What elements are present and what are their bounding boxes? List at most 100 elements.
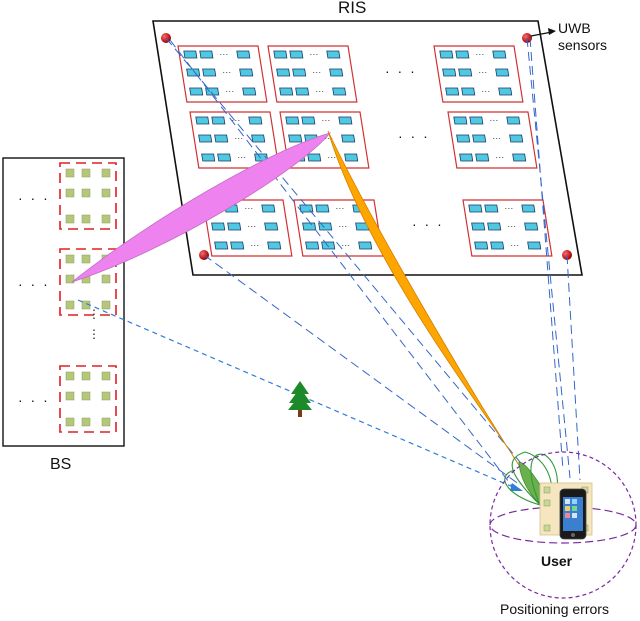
ris-element [276,68,291,77]
ris-element [475,153,490,162]
ris-element [471,222,486,231]
bs-element [65,254,75,264]
bs-element [65,417,75,427]
ris-row-ellipsis: ··· [334,203,345,213]
ris-element [442,68,457,77]
ris-element [329,68,344,77]
bs-ellipsis: · · · [18,392,50,408]
ris-row-ellipsis: ··· [477,67,488,77]
bs-element [81,168,91,178]
bs-element [81,391,91,401]
ris-row-ellipsis: ··· [340,240,351,250]
ris-element [199,50,214,59]
ris-element [198,134,213,143]
ris-element [509,134,524,143]
ris-row-ellipsis: ··· [494,152,505,162]
ris-element [285,116,300,125]
bs-element [101,417,111,427]
uwb-pointer-arrow [530,31,553,37]
ris-element [492,50,507,59]
beam-bs-to-ris [71,132,332,283]
ris-element [458,68,473,77]
bs-element [65,188,75,198]
ris-row-ellipsis: ··· [491,133,502,143]
ris-element [321,241,336,250]
bs-subarrays: ⋮⋮ [59,162,117,433]
bs-ellipsis: · · · [18,276,50,292]
ris-element [453,116,468,125]
ris-row-ellipsis: ··· [509,240,520,250]
ris-element [251,134,266,143]
ris-element [487,222,502,231]
ris-element [506,116,521,125]
bs-element [101,168,111,178]
ris-element [468,204,483,213]
bs-subarray [59,162,117,230]
ris-element [341,134,356,143]
ris-element [267,241,282,250]
ris-element [211,116,226,125]
ris-element [214,241,229,250]
ris-row-ellipsis: ··· [480,86,491,96]
ris-element [490,241,505,250]
ris-element [279,87,294,96]
uwb-label-line1: UWB [558,20,591,36]
bs-subarray [59,365,117,433]
ris-element [459,153,474,162]
uwb-sensors-label: UWB sensors [558,20,607,54]
user-label: User [541,553,573,569]
positioning-errors-label: Positioning errors [500,601,609,617]
ris-label: RIS [338,0,367,17]
ris-element [242,87,257,96]
ris-row-ellipsis: ··· [320,115,331,125]
direct-link-arrowhead [510,483,523,491]
tree-icon [288,381,312,417]
ris-element [474,241,489,250]
bs-element [65,214,75,224]
ris-element [248,116,263,125]
ris-row-ellipsis: ··· [337,221,348,231]
ris-ellipsis: · · · [412,216,444,232]
ris-row-ellipsis: ··· [236,152,247,162]
smartphone-icon [559,488,587,540]
bs-element [81,214,91,224]
ris-element [230,241,245,250]
ris-element [214,134,229,143]
ris-element [264,222,279,231]
direct-link [77,299,521,491]
bs-vertical-ellipsis: ⋮ [88,327,100,341]
bs-element [101,274,111,284]
ris-element [484,204,499,213]
bs-element [81,417,91,427]
ris-panel [152,20,583,276]
ris-element [332,87,347,96]
bs-element [65,300,75,310]
ris-subarray: ········· [447,111,538,169]
ris-element [236,50,251,59]
ris-row-ellipsis: ··· [218,49,229,59]
ris-row-ellipsis: ··· [230,115,241,125]
ris-row-ellipsis: ··· [249,240,260,250]
ris-element [239,68,254,77]
ris-element [305,241,320,250]
bs-element [101,188,111,198]
bs-element [101,300,111,310]
bs-subarray [59,248,117,316]
bs-vertical-ellipsis: ⋮ [88,307,100,321]
ris-element [472,134,487,143]
ris-row-ellipsis: ··· [233,133,244,143]
ris-element [273,50,288,59]
ris-element [227,222,242,231]
ris-element [521,204,536,213]
ris-element [301,116,316,125]
ris-subarray: ········· [202,199,293,257]
uwb-pointer-arrowhead [548,28,556,35]
ris-subarray: ········· [279,111,370,169]
bs-element [81,188,91,198]
ris-element [469,116,484,125]
ris-row-ellipsis: ··· [311,67,322,77]
ris-row-ellipsis: ··· [506,221,517,231]
ris-element [195,116,210,125]
ris-row-ellipsis: ··· [474,49,485,59]
ris-ellipsis: · · · [398,128,430,144]
